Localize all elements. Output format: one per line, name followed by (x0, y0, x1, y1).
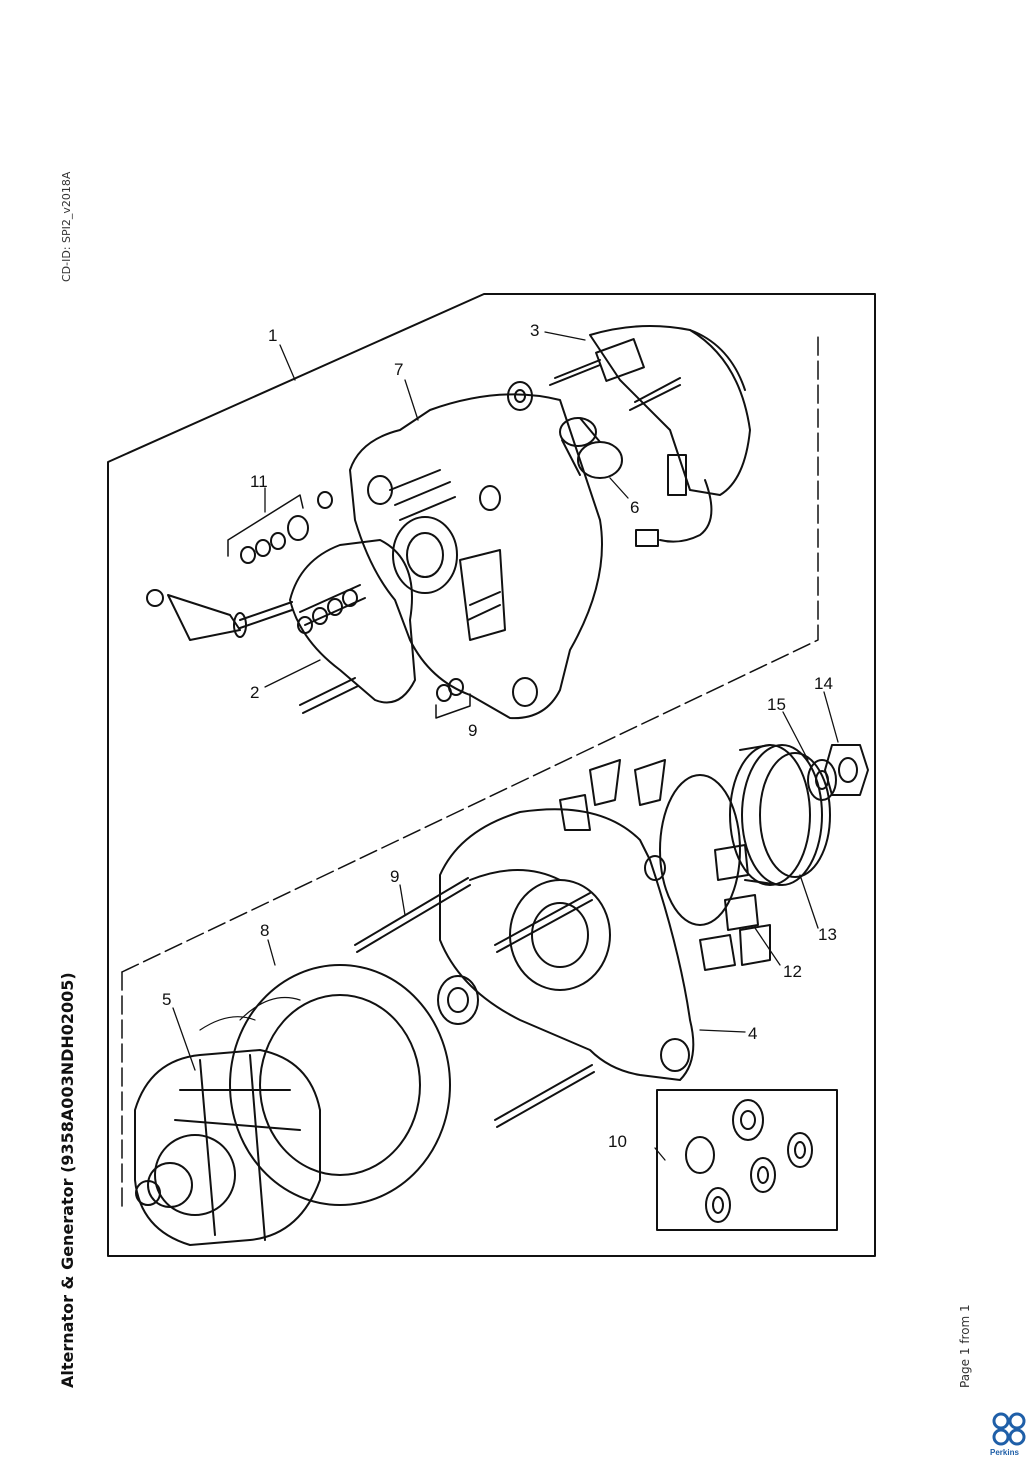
hardware-kit-box (656, 1089, 838, 1231)
callout-3: 3 (530, 321, 539, 340)
stator (199, 964, 451, 1206)
callout-13: 13 (818, 925, 837, 944)
callout-15: 15 (767, 695, 786, 714)
callout-5: 5 (162, 990, 171, 1009)
pulley (729, 744, 831, 886)
callout-8: 8 (260, 921, 269, 940)
drive-end-housing (439, 808, 695, 1081)
rear-housing (349, 393, 603, 720)
callout-14: 14 (814, 674, 833, 693)
drive-bearing (437, 975, 479, 1025)
callout-12: 12 (783, 962, 802, 981)
spacer (807, 759, 837, 801)
rear-bearing (559, 417, 623, 479)
brush-holder-assembly (507, 325, 751, 547)
callout-9-upper: 9 (468, 721, 477, 740)
kit-nut (732, 1099, 764, 1141)
nut (448, 678, 464, 696)
callout-9-lower: 9 (390, 867, 399, 886)
assembly-boundary (121, 335, 819, 973)
callout-4: 4 (748, 1024, 757, 1043)
circlip (685, 1136, 715, 1174)
callout-6: 6 (630, 498, 639, 517)
capacitor (146, 491, 333, 641)
callout-10: 10 (608, 1132, 627, 1151)
diagram-frame (107, 293, 876, 1257)
callout-11: 11 (250, 472, 268, 491)
brand-name: Perkins (990, 1448, 1019, 1457)
perkins-logo-icon (992, 1412, 1026, 1446)
rotor (134, 1049, 321, 1246)
callout-1: 1 (268, 326, 277, 345)
callout-7: 7 (394, 360, 403, 379)
callout-2: 2 (250, 683, 259, 702)
rectifier-plate (289, 539, 416, 714)
pulley-nut (824, 744, 869, 796)
